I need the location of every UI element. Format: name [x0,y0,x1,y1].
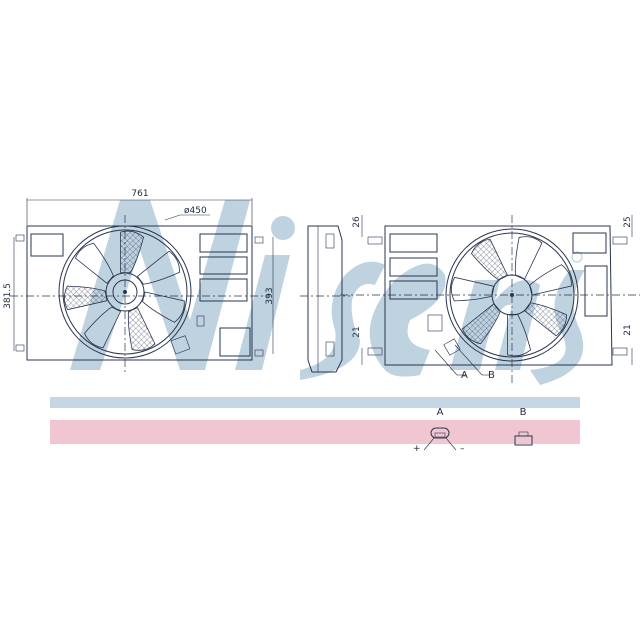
right-height-dimension: 393 [265,287,275,304]
connector-b-label: B [520,407,527,418]
fan-blade [523,302,567,337]
callout-a: A [461,370,468,381]
bottom-left-dimension: 21 [352,326,362,337]
fan-blade [461,303,501,345]
fan-blade [470,238,509,281]
connector-a-label: A [437,407,444,418]
fan-blade [127,307,156,351]
fan-blade [74,242,114,284]
callout-b: B [488,370,495,381]
fan-blade [136,250,180,285]
top-right-dimension: 25 [623,216,633,227]
fan-blades [63,230,185,351]
fan-blade [507,313,532,357]
front-view: 761 ø450 381.5 393 [3,189,275,375]
connector-a: A + – [413,407,465,454]
fan-blades [450,236,572,357]
fan-blade [120,230,145,274]
fan-blade [142,291,185,323]
fan-blade [529,264,572,296]
fan-blade [63,285,108,311]
blue-band [50,397,580,408]
connector-b: B [514,407,533,446]
fan-blade [83,306,122,349]
bottom-right-dimension: 21 [623,324,633,335]
fan-blade [450,276,495,302]
width-dimension: 761 [131,189,148,199]
minus-terminal: – [460,444,465,454]
diameter-dimension: ø450 [184,206,207,216]
plus-terminal: + [413,444,421,454]
pink-band [50,420,580,444]
left-height-dimension: 381.5 [3,283,13,309]
rear-view: 26 25 21 21 A B [340,215,640,385]
top-left-dimension: 26 [352,216,362,228]
fan-blade [514,236,543,280]
side-view [300,225,350,373]
